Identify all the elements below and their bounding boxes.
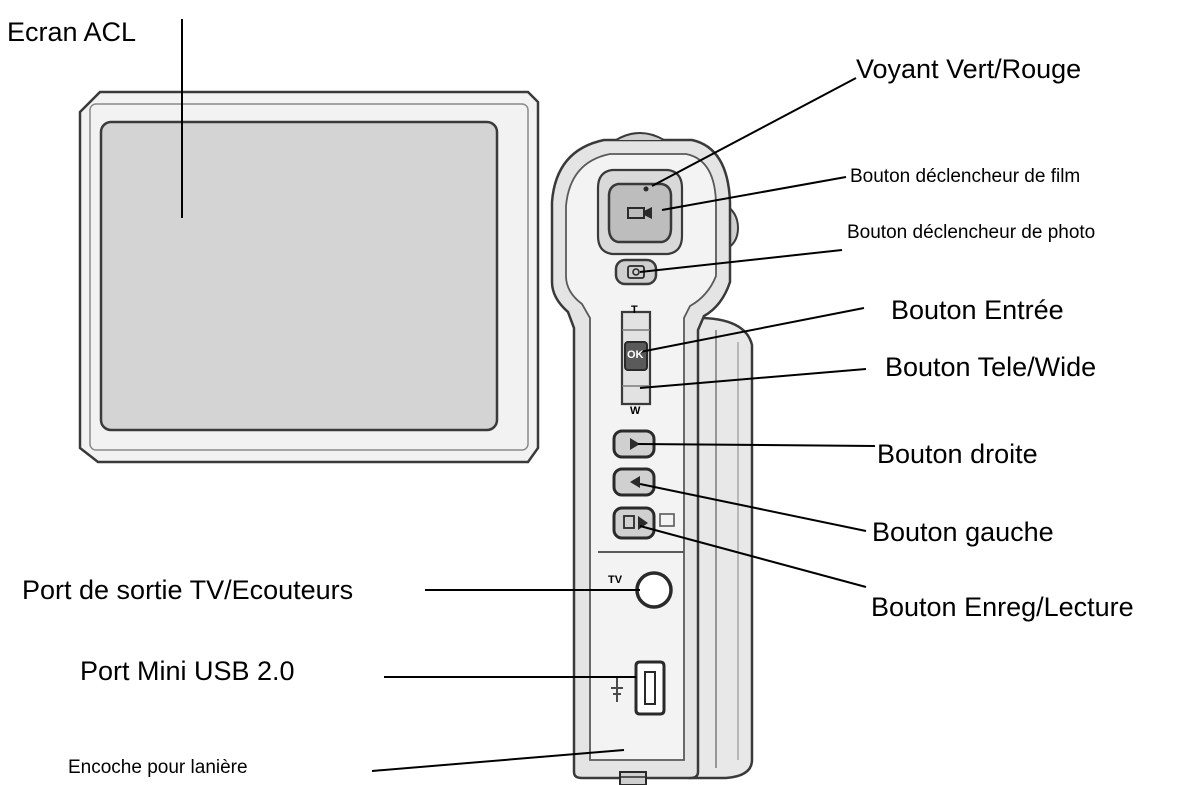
camcorder-body bbox=[550, 132, 732, 780]
label-lcd-screen: Ecran ACL bbox=[7, 17, 137, 47]
label-tv-out-port: Port de sortie TV/Ecouteurs bbox=[22, 575, 354, 605]
ok-key-marking: OK bbox=[627, 349, 644, 361]
label-movie-shutter-button: Bouton déclencheur de film bbox=[850, 166, 1081, 187]
leader-lines bbox=[181, 19, 876, 772]
label-record-play-button: Bouton Enreg/Lecture bbox=[871, 592, 1134, 622]
photo-shutter-button[interactable] bbox=[614, 258, 658, 286]
led-indicator bbox=[643, 186, 649, 192]
lcd-screen-surface bbox=[99, 120, 499, 432]
zoom-tele-marking: T bbox=[631, 304, 638, 316]
tv-out-jack[interactable] bbox=[635, 571, 673, 609]
label-strap-notch: Encoche pour lanière bbox=[68, 757, 248, 778]
leader-led-indicator bbox=[651, 77, 857, 187]
leader-enter bbox=[639, 307, 865, 353]
label-photo-shutter-button: Bouton déclencheur de photo bbox=[847, 222, 1096, 243]
label-right-button: Bouton droite bbox=[877, 439, 1038, 469]
tv-port-marking: TV bbox=[608, 574, 623, 586]
movie-shutter-housing bbox=[596, 168, 684, 256]
leader-tele-wide bbox=[639, 368, 867, 389]
label-mini-usb-port: Port Mini USB 2.0 bbox=[80, 656, 295, 686]
leader-right bbox=[637, 443, 876, 447]
strap-notch bbox=[619, 771, 647, 785]
ok-button[interactable] bbox=[624, 341, 648, 371]
leader-movie-shutter bbox=[661, 176, 847, 211]
leader-record-play bbox=[639, 525, 867, 588]
label-left-button: Bouton gauche bbox=[872, 517, 1054, 547]
label-tele-wide-button: Bouton Tele/Wide bbox=[885, 352, 1097, 382]
label-enter-button: Bouton Entrée bbox=[891, 295, 1064, 325]
zoom-wide-marking: W bbox=[630, 405, 641, 417]
mini-usb-port[interactable] bbox=[634, 660, 666, 716]
lcd-screen-panel bbox=[78, 90, 540, 464]
leader-photo-shutter bbox=[639, 249, 843, 273]
movie-shutter-button[interactable] bbox=[607, 182, 673, 244]
zoom-rocker[interactable] bbox=[620, 310, 652, 406]
label-led-indicator: Voyant Vert/Rouge bbox=[856, 54, 1082, 84]
usb-icon bbox=[611, 678, 623, 702]
leader-strap-notch bbox=[371, 749, 625, 772]
playback-mode-icon bbox=[659, 513, 675, 527]
leader-left bbox=[639, 483, 867, 532]
